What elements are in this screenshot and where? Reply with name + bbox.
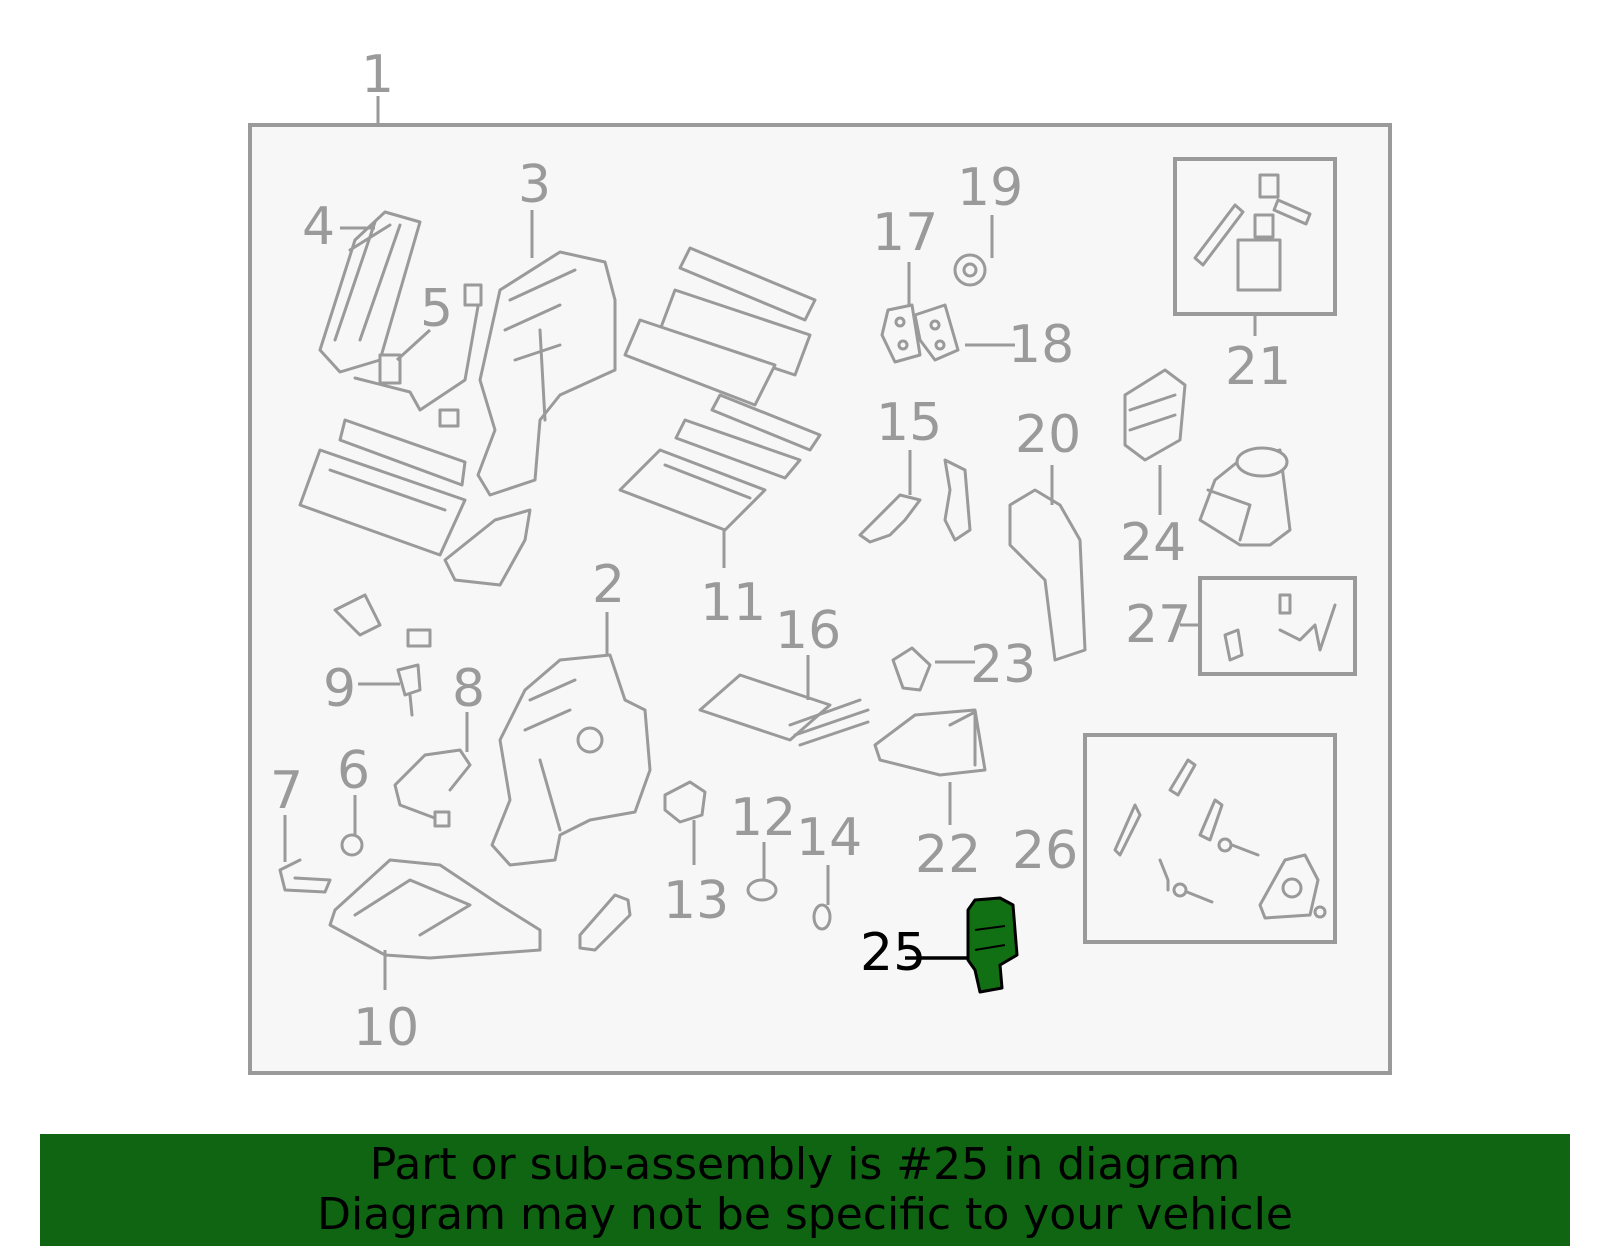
callout-2: 2: [592, 555, 625, 615]
part-17-18-plates: [880, 303, 960, 364]
callout-13: 13: [663, 871, 729, 931]
part-16-heater-core: [698, 673, 870, 747]
part-filter-frames: [623, 246, 822, 480]
callout-16: 16: [775, 601, 841, 661]
callout-8: 8: [452, 659, 485, 719]
part-19-grommet: [953, 253, 987, 287]
callout-27: 27: [1125, 595, 1191, 655]
part-25-highlighted[interactable]: [966, 896, 1019, 994]
part-26-kit: [1113, 758, 1327, 920]
part-6-plug: [340, 833, 364, 857]
callout-7: 7: [270, 761, 303, 821]
callout-23: 23: [970, 635, 1036, 695]
callout-11: 11: [700, 573, 766, 633]
part-11-evaporator: [618, 448, 767, 532]
part-27-kit: [1223, 593, 1337, 662]
part-bracket-small: [443, 508, 532, 587]
part-22-duct: [873, 708, 987, 777]
callout-21: 21: [1225, 337, 1291, 397]
part-7-clip: [278, 858, 332, 894]
part-2-housing-lower: [490, 653, 652, 867]
kit-frame-27: [1198, 576, 1357, 676]
part-12-bush: [746, 878, 778, 902]
callout-18: 18: [1008, 315, 1074, 375]
part-14-oring: [812, 903, 832, 931]
callout-10: 10: [353, 998, 419, 1058]
callout-3: 3: [518, 155, 551, 215]
banner-line-1: Part or sub-assembly is #25 in diagram: [369, 1139, 1241, 1190]
callout-5: 5: [420, 279, 453, 339]
callout-1: 1: [361, 45, 394, 105]
callout-25: 25: [860, 923, 926, 983]
part-gasket: [578, 893, 632, 952]
info-banner: Part or sub-assembly is #25 in diagram D…: [40, 1134, 1570, 1246]
callout-15: 15: [876, 393, 942, 453]
callout-20: 20: [1015, 405, 1081, 465]
callout-24: 24: [1120, 513, 1186, 573]
callout-labels: 1 2 3 4 5 6 7 8 9 10 11 12 13 14 15 16 1…: [270, 45, 1291, 1058]
part-20-duct: [1008, 488, 1087, 662]
callout-19: 19: [957, 158, 1023, 218]
callout-22: 22: [915, 825, 981, 885]
part-8-wire: [393, 748, 472, 828]
callout-6: 6: [337, 741, 370, 801]
part-panel-left: [298, 418, 467, 557]
part-9-sensor: [333, 593, 432, 717]
part-blower-motor: [1198, 446, 1292, 547]
part-10-tray: [328, 858, 542, 960]
part-13-block: [663, 780, 707, 824]
callout-14: 14: [796, 808, 862, 868]
callout-12: 12: [730, 788, 796, 848]
part-3-housing-upper: [438, 250, 617, 497]
callout-9: 9: [323, 659, 356, 719]
callout-4: 4: [302, 197, 335, 257]
callout-26: 26: [1012, 821, 1078, 881]
part-24-actuator: [1123, 368, 1187, 462]
callout-17: 17: [872, 203, 938, 263]
banner-line-2: Diagram may not be specific to your vehi…: [317, 1189, 1293, 1240]
part-15-link: [858, 458, 972, 544]
leader-lines: [283, 210, 1162, 990]
part-23-sensor: [891, 646, 932, 692]
part-5-wire: [353, 283, 483, 412]
part-21-kit: [1193, 173, 1312, 292]
parts-diagram: 1 2 3 4 5 6 7 8 9 10 11 12 13 14 15 16 1…: [248, 45, 1392, 1075]
